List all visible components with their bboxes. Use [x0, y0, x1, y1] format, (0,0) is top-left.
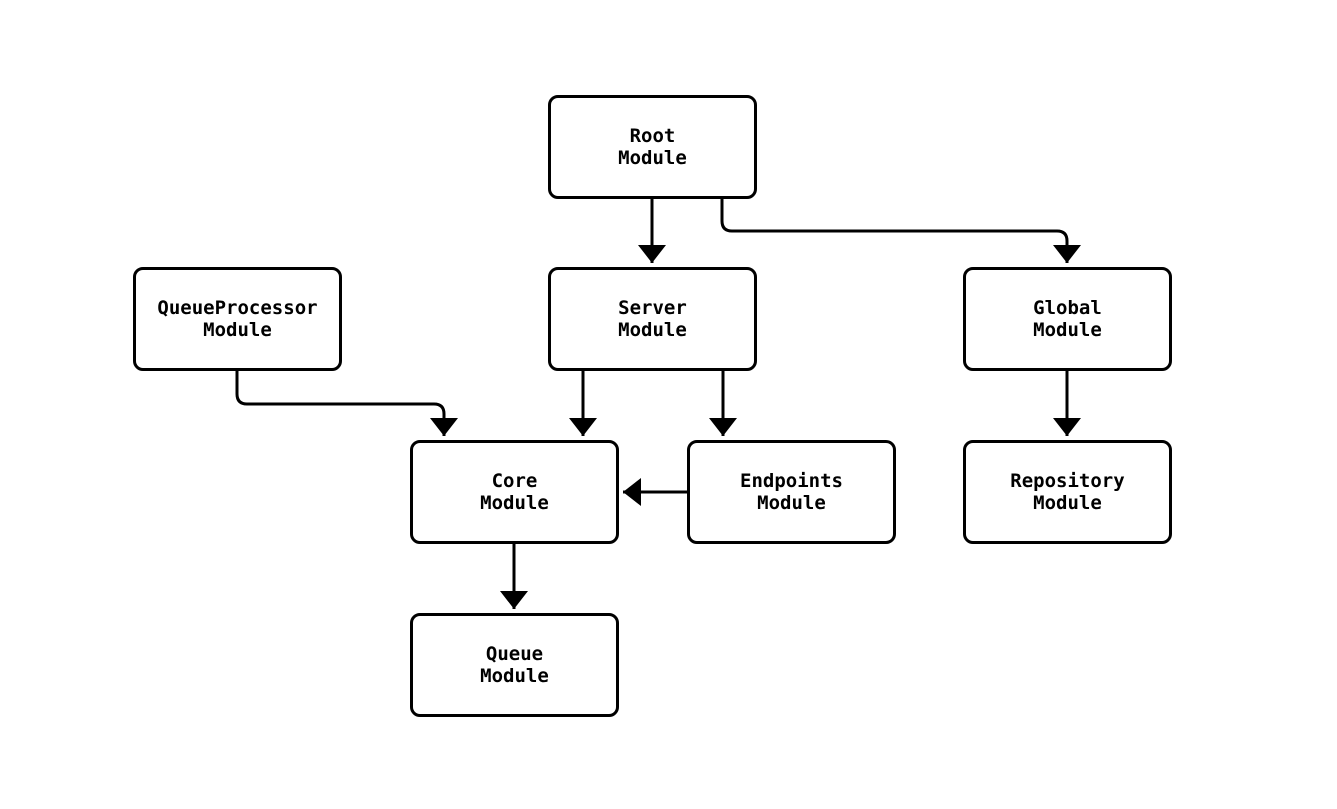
- node-label-line: QueueProcessor: [157, 297, 318, 319]
- node-label-line: Queue: [485, 643, 544, 665]
- node-label-line: Module: [618, 147, 687, 169]
- node-label-line: Module: [1033, 492, 1102, 514]
- node-label-line: Module: [480, 492, 549, 514]
- node-label-line: Module: [618, 319, 687, 341]
- node-label-line: Module: [480, 665, 549, 687]
- node-label-line: Root: [629, 125, 676, 147]
- edge-root-to-global: [720, 199, 1081, 263]
- node-endpoints-module: Endpoints Module: [687, 440, 896, 544]
- node-repository-module: Repository Module: [963, 440, 1172, 544]
- node-label-line: Module: [757, 492, 826, 514]
- node-queue-module: Queue Module: [410, 613, 619, 717]
- node-core-module: Core Module: [410, 440, 619, 544]
- edge-queueprocessor-to-core: [235, 371, 458, 436]
- node-server-module: Server Module: [548, 267, 757, 371]
- node-label-line: Server: [618, 297, 687, 319]
- node-label-line: Module: [1033, 319, 1102, 341]
- node-label-line: Global: [1033, 297, 1102, 319]
- node-global-module: Global Module: [963, 267, 1172, 371]
- node-label-line: Repository: [1010, 470, 1125, 492]
- node-label-line: Core: [491, 470, 538, 492]
- node-label-line: Module: [203, 319, 272, 341]
- node-label-line: Endpoints: [740, 470, 843, 492]
- node-root-module: Root Module: [548, 95, 757, 199]
- node-queueprocessor-module: QueueProcessor Module: [133, 267, 342, 371]
